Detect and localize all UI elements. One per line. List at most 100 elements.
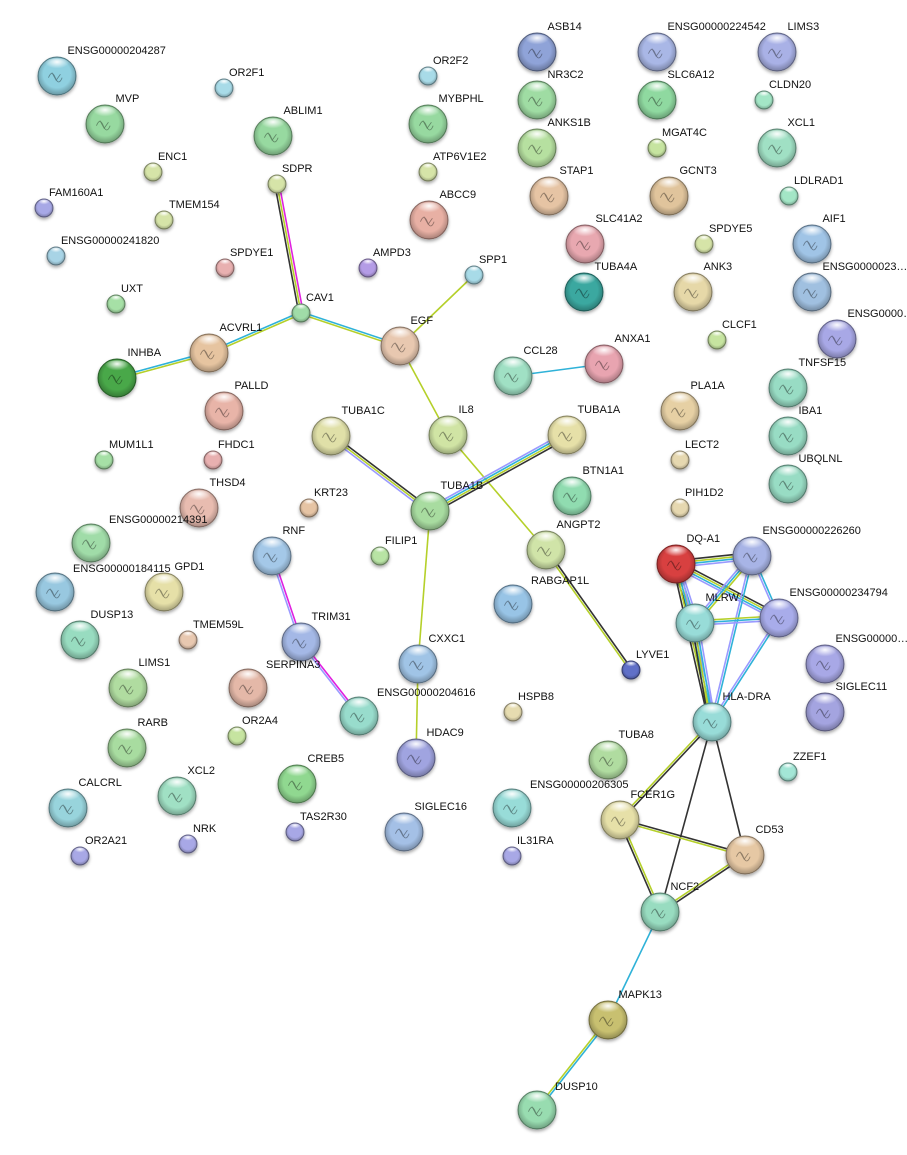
node-ampd3[interactable]: AMPD3: [358, 247, 411, 278]
node-slc6a12[interactable]: SLC6A12: [637, 69, 715, 120]
node-cd53[interactable]: CD53: [725, 824, 784, 875]
node-ensg00000234794[interactable]: ENSG00000234794: [759, 587, 888, 638]
edge-tuba1b-cxxc1[interactable]: [417, 510, 431, 665]
node-anxa1[interactable]: ANXA1: [584, 333, 651, 384]
node-filip1[interactable]: FILIP1: [370, 535, 417, 566]
edge-angpt2-lyve1[interactable]: [544, 548, 633, 672]
node-dusp10[interactable]: DUSP10: [517, 1081, 598, 1130]
node-calcrl[interactable]: CALCRL: [48, 777, 122, 828]
edge-ensg00000226260-hla-dra[interactable]: [710, 555, 754, 723]
node-hla-dra[interactable]: HLA-DRA: [692, 691, 771, 742]
node-ank3[interactable]: ANK3: [673, 261, 732, 312]
node-ensg00000214391[interactable]: ENSG00000214391: [71, 514, 207, 563]
node-zzef1[interactable]: ZZEF1: [778, 751, 827, 782]
node-ubqlnl[interactable]: UBQLNL: [768, 453, 842, 504]
node-tnfsf15[interactable]: TNFSF15: [768, 357, 846, 408]
node-pla1a[interactable]: PLA1A: [660, 380, 725, 431]
node-asb14[interactable]: ASB14: [517, 21, 582, 72]
node-palld[interactable]: PALLD: [204, 380, 269, 431]
node-gcnt3[interactable]: GCNT3: [649, 165, 717, 216]
node-or2f1[interactable]: OR2F1: [214, 67, 264, 98]
node-mgat4c[interactable]: MGAT4C: [647, 127, 707, 158]
node-tuba1a[interactable]: TUBA1A: [547, 404, 621, 455]
node-trim31[interactable]: TRIM31: [281, 611, 351, 662]
node-mybphl[interactable]: MYBPHL: [408, 93, 484, 144]
node-lyve1[interactable]: LYVE1: [621, 649, 669, 680]
node-ensg00000233[interactable]: ENSG0000023…: [792, 261, 907, 312]
node-nr3c2[interactable]: NR3C2: [517, 69, 584, 120]
node-mvp[interactable]: MVP: [85, 93, 139, 144]
node-ensg00000224542[interactable]: ENSG00000224542: [637, 21, 766, 72]
node-ensg00000204616[interactable]: ENSG00000204616: [339, 687, 475, 736]
node-mum1l1[interactable]: MUM1L1: [94, 439, 154, 470]
edge-fcer1g-cd53[interactable]: [619, 818, 746, 857]
node-hspb8[interactable]: HSPB8: [503, 691, 554, 722]
node-il8[interactable]: IL8: [428, 404, 474, 455]
node-angpt2[interactable]: ANGPT2: [526, 519, 600, 570]
node-ablim1[interactable]: ABLIM1: [253, 105, 323, 156]
node-ccl28[interactable]: CCL28: [493, 345, 558, 396]
node-ensg00000184115[interactable]: ENSG00000184115: [35, 563, 171, 612]
node-or2f2[interactable]: OR2F2: [418, 55, 468, 86]
node-fhdc1[interactable]: FHDC1: [203, 439, 255, 470]
node-inhba[interactable]: INHBA: [97, 347, 162, 398]
node-anks1b[interactable]: ANKS1B: [517, 117, 591, 168]
node-atp6v1e2[interactable]: ATP6V1E2: [418, 151, 487, 182]
node-tuba1b[interactable]: TUBA1B: [410, 480, 483, 531]
node-fcer1g[interactable]: FCER1G: [600, 789, 675, 840]
node-abcc9[interactable]: ABCC9: [409, 189, 476, 240]
node-tuba1c[interactable]: TUBA1C: [311, 405, 385, 456]
node-iba1[interactable]: IBA1: [768, 405, 822, 456]
edge-hla-dra-ncf2[interactable]: [659, 721, 713, 913]
node-tmem154[interactable]: TMEM154: [154, 199, 220, 230]
node-or2a21[interactable]: OR2A21: [70, 835, 127, 866]
edge-il8-angpt2[interactable]: [447, 434, 547, 551]
node-rarb[interactable]: RARB: [107, 717, 168, 768]
node-il31ra[interactable]: IL31RA: [502, 835, 554, 866]
edge-tuba1c-tuba1b[interactable]: [329, 433, 432, 514]
node-dusp13[interactable]: DUSP13: [60, 609, 133, 660]
node-ldlrad1[interactable]: LDLRAD1: [779, 175, 843, 206]
node-rabgap1l[interactable]: RABGAP1L: [493, 575, 589, 624]
node-ensg00000b[interactable]: ENSG00000…: [805, 633, 907, 684]
node-dq-a1[interactable]: DQ-A1: [656, 533, 720, 584]
node-sdpr[interactable]: SDPR: [267, 163, 313, 194]
node-mlrw[interactable]: MLRW: [675, 592, 739, 643]
node-ensg00000241820[interactable]: ENSG00000241820: [46, 235, 159, 266]
node-creb5[interactable]: CREB5: [277, 753, 344, 804]
edge-hla-dra-fcer1g[interactable]: [618, 720, 714, 822]
node-stap1[interactable]: STAP1: [529, 165, 593, 216]
node-lect2[interactable]: LECT2: [670, 439, 719, 470]
node-spdye1[interactable]: SPDYE1: [215, 247, 273, 278]
edge-ensg00000234794-hla-dra[interactable]: [710, 616, 781, 724]
node-slc41a2[interactable]: SLC41A2: [565, 213, 643, 264]
node-clcf1[interactable]: CLCF1: [707, 319, 757, 350]
node-serpina3[interactable]: SERPINA3: [228, 659, 320, 708]
node-fam160a1[interactable]: FAM160A1: [34, 187, 103, 218]
node-ensg00000226260[interactable]: ENSG00000226260: [732, 525, 861, 576]
node-rnf[interactable]: RNF: [252, 525, 305, 576]
node-btn1a1[interactable]: BTN1A1: [552, 465, 624, 516]
node-thsd4[interactable]: THSD4: [179, 477, 246, 528]
node-hdac9[interactable]: HDAC9: [396, 727, 464, 778]
node-cldn20[interactable]: CLDN20: [754, 79, 811, 110]
node-acvrl1[interactable]: ACVRL1: [189, 322, 262, 373]
node-gpd1[interactable]: GPD1: [144, 561, 204, 612]
node-egf[interactable]: EGF: [380, 315, 433, 366]
node-mapk13[interactable]: MAPK13: [588, 989, 662, 1040]
node-lims3[interactable]: LIMS3: [757, 21, 819, 72]
node-ensg00000204287[interactable]: ENSG00000204287: [37, 45, 166, 96]
node-or2a4[interactable]: OR2A4: [227, 715, 278, 746]
node-tmem59l[interactable]: TMEM59L: [178, 619, 244, 650]
node-spp1[interactable]: SPP1: [464, 254, 507, 285]
node-pih1d2[interactable]: PIH1D2: [670, 487, 723, 518]
node-xcl1[interactable]: XCL1: [757, 117, 815, 168]
node-enc1[interactable]: ENC1: [143, 151, 187, 182]
edge-sdpr-cav1[interactable]: [274, 183, 304, 314]
node-aif1[interactable]: AIF1: [792, 213, 846, 264]
node-uxt[interactable]: UXT: [106, 283, 143, 314]
node-spdye5[interactable]: SPDYE5: [694, 223, 752, 254]
node-lims1[interactable]: LIMS1: [108, 657, 170, 708]
node-cav1[interactable]: CAV1: [291, 292, 334, 323]
node-nrk[interactable]: NRK: [178, 823, 217, 854]
